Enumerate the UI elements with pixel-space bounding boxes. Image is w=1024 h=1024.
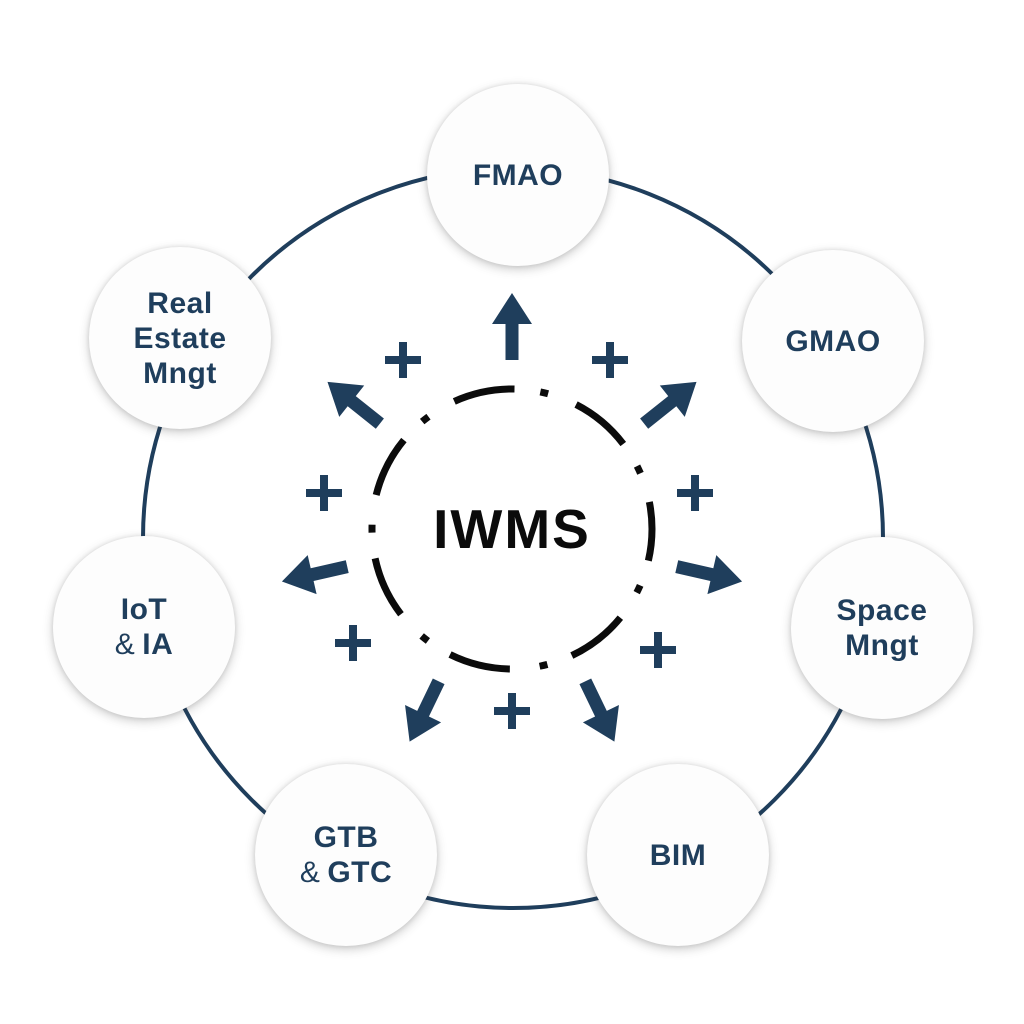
node-bim-label: BIM	[649, 838, 707, 872]
node-real-estate-mngt: Real Estate Mngt	[89, 247, 271, 429]
node-fmao: FMAO	[427, 84, 609, 266]
radial-arrow-bim	[579, 678, 619, 742]
node-gtb-gtc-label: GTB &GTC	[299, 821, 393, 889]
plus-icon	[335, 625, 371, 661]
node-space-mngt: Space Mngt	[791, 537, 973, 719]
plus-icon	[385, 342, 421, 378]
ampersand-text: &	[299, 856, 321, 889]
center-dashed-circle	[368, 385, 656, 673]
node-gtb-gtc: GTB &GTC	[255, 764, 437, 946]
node-gmao-label: GMAO	[785, 324, 881, 358]
node-bim: BIM	[587, 764, 769, 946]
plus-icon	[306, 475, 342, 511]
radial-arrow-gmao	[640, 381, 697, 429]
ampersand-text: &	[114, 628, 136, 661]
radial-arrow-gtb-gtc	[405, 678, 445, 742]
plus-icon	[640, 632, 676, 668]
node-iot-ia-label: IoT &IA	[114, 593, 174, 661]
radial-arrow-fmao	[492, 293, 532, 360]
plus-icon	[592, 342, 628, 378]
center-label: IWMS	[433, 498, 591, 560]
node-iot-ia: IoT &IA	[53, 536, 235, 718]
node-fmao-label: FMAO	[472, 158, 564, 192]
radial-arrow-iot-ia	[281, 555, 349, 595]
node-gmao: GMAO	[742, 250, 924, 432]
radial-arrow-space-mngt	[675, 555, 743, 595]
node-space-mngt-label: Space Mngt	[836, 594, 928, 662]
radial-arrow-real-estate	[327, 381, 384, 429]
plus-icon	[494, 693, 530, 729]
plus-icon	[677, 475, 713, 511]
node-real-estate-mngt-label: Real Estate Mngt	[133, 286, 227, 390]
